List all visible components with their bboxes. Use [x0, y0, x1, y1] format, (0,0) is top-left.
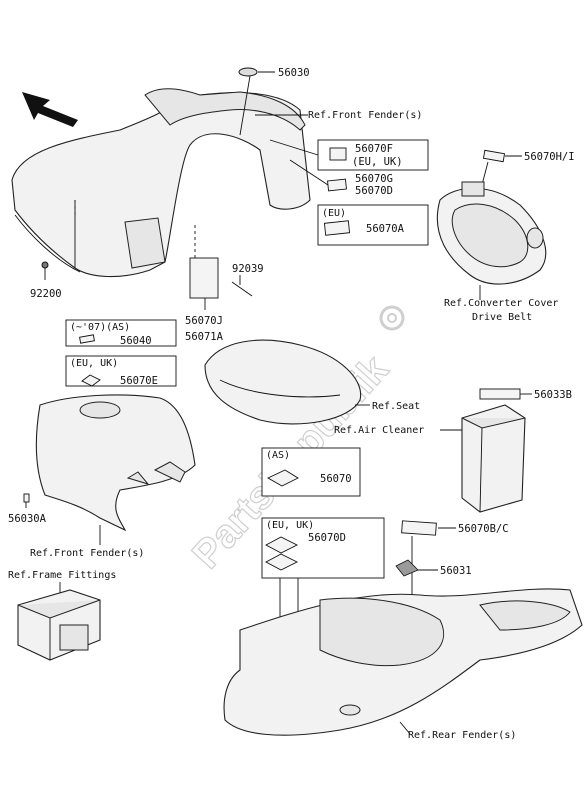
part-92039: 92039: [231, 263, 264, 297]
part-56030: 56030: [238, 67, 310, 136]
svg-text:(EU, UK): (EU, UK): [352, 156, 403, 168]
svg-text:56070H/I: 56070H/I: [524, 151, 575, 163]
ref-front-fender-bottom: Ref.Front Fender(s): [30, 548, 144, 559]
svg-text:56031: 56031: [440, 565, 472, 577]
svg-text:56070B/C: 56070B/C: [458, 523, 509, 535]
ref-seat: Ref.Seat: [372, 401, 420, 412]
part-56070: (AS) 56070: [261, 447, 361, 497]
part-56030A: 56030A: [8, 493, 47, 525]
svg-text:(EU): (EU): [322, 208, 346, 219]
svg-text:56070A: 56070A: [366, 223, 405, 235]
front-fender-lower: [35, 394, 196, 532]
ref-drive-belt: Drive Belt: [472, 312, 532, 323]
svg-text:56070J: 56070J: [185, 315, 223, 327]
svg-text:(EU, UK): (EU, UK): [70, 358, 118, 369]
part-56070HI: 56070H/I: [477, 149, 575, 201]
part-56070F: 56070F (EU, UK): [269, 139, 429, 171]
svg-text:56040: 56040: [120, 335, 152, 347]
part-56070A: (EU) 56070A: [317, 204, 429, 246]
svg-text:56070D: 56070D: [308, 532, 346, 544]
part-56040: (~'07)(AS) 56040: [65, 319, 177, 347]
ref-front-fender-top: Ref.Front Fender(s): [308, 110, 422, 121]
svg-text:56071A: 56071A: [185, 331, 224, 343]
svg-text:56030: 56030: [278, 67, 310, 79]
gear-icon: [379, 305, 405, 331]
svg-text:92039: 92039: [232, 263, 264, 275]
svg-text:(EU, UK): (EU, UK): [266, 520, 314, 531]
svg-text:56070G: 56070G: [355, 173, 393, 185]
part-56070J: 56070J 56071A: [185, 257, 224, 343]
ref-converter-cover: Ref.Converter Cover: [444, 298, 558, 309]
part-56070G-D: 56070G 56070D: [289, 159, 393, 197]
seat: [204, 339, 370, 425]
svg-text:92200: 92200: [30, 288, 62, 300]
arrow-up-left-icon: [22, 92, 78, 127]
svg-text:56070F: 56070F: [355, 143, 393, 155]
svg-text:56030A: 56030A: [8, 513, 47, 525]
svg-text:(AS): (AS): [266, 450, 290, 461]
ref-rear-fender: Ref.Rear Fender(s): [408, 730, 516, 741]
svg-text:56070D: 56070D: [355, 185, 393, 197]
converter-cover: [436, 181, 547, 300]
part-56033B: 56033B: [479, 388, 572, 401]
svg-text:56070: 56070: [320, 473, 352, 485]
part-56031: 56031: [395, 559, 472, 577]
part-56070E: (EU, UK) 56070E: [65, 355, 177, 387]
part-92200: 92200: [30, 261, 62, 300]
svg-text:56070E: 56070E: [120, 375, 158, 387]
svg-text:56033B: 56033B: [534, 389, 572, 401]
svg-text:(~'07)(AS): (~'07)(AS): [70, 322, 130, 333]
frame-fittings: [17, 589, 101, 661]
ref-frame-fittings: Ref.Frame Fittings: [8, 570, 116, 581]
ref-air-cleaner: Ref.Air Cleaner: [334, 425, 424, 436]
front-fender-top: [11, 88, 311, 278]
part-56070BC: 56070B/C: [401, 520, 509, 625]
rear-fender: [223, 588, 583, 736]
air-cleaner: [461, 404, 526, 513]
